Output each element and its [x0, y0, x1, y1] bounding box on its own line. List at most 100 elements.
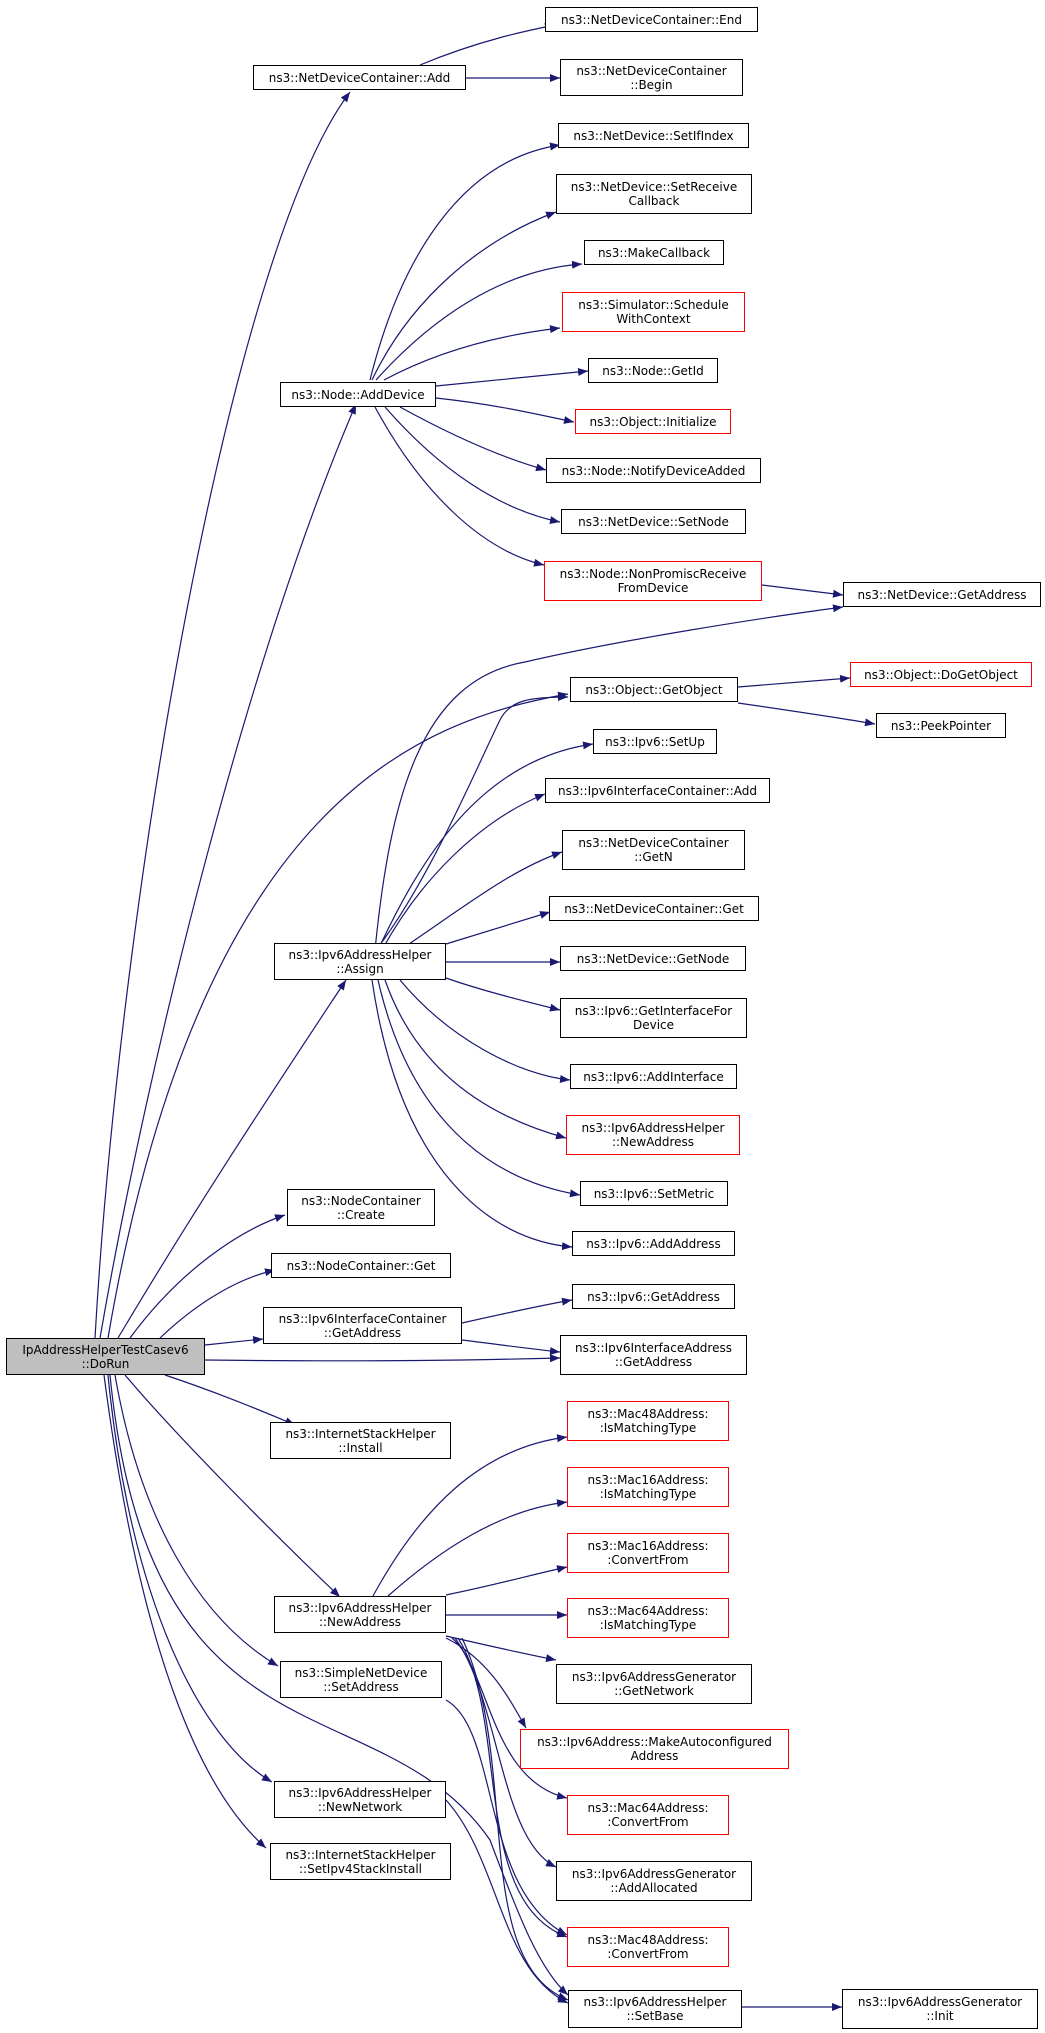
edge-root-snd-setaddress — [114, 1374, 279, 1667]
node-node-getid[interactable]: ns3::Node::GetId — [588, 358, 718, 383]
node-ipv6-setup[interactable]: ns3::Ipv6::SetUp — [593, 729, 717, 754]
node-ndc-getn[interactable]: ns3::NetDeviceContainer::GetN — [562, 830, 745, 870]
node-ipv6-getaddress[interactable]: ns3::Ipv6::GetAddress — [572, 1284, 735, 1309]
node-nd-getaddress[interactable]: ns3::NetDevice::GetAddress — [843, 582, 1041, 607]
edge-assign-ipv6ic-add — [381, 793, 546, 951]
node-label: ::Install — [338, 1440, 383, 1455]
node-label: ns3::Ipv6AddressGenerator — [571, 1867, 737, 1881]
edge-assign-addif — [399, 979, 571, 1083]
node-label: ns3::Ipv6InterfaceContainer::Add — [558, 783, 757, 798]
node-label: ns3::Simulator::Schedule — [578, 298, 729, 312]
node-ish-setipv4[interactable]: ns3::InternetStackHelper::SetIpv4StackIn… — [270, 1843, 451, 1880]
edge-root-node-adddevice — [99, 403, 357, 1339]
node-ndc-get[interactable]: ns3::NetDeviceContainer::Get — [549, 896, 759, 921]
node-mac48-ismatch[interactable]: ns3::Mac48Address::IsMatchingType — [567, 1401, 729, 1441]
node-label: Device — [632, 1018, 675, 1032]
node-label: ns3::Ipv6::SetUp — [605, 734, 705, 749]
edge-adddevice-setnode — [384, 406, 561, 524]
node-label: ::NewNetwork — [317, 1799, 403, 1814]
node-label: ::Create — [337, 1207, 385, 1222]
node-label: ns3::Ipv6AddressHelper — [288, 947, 432, 962]
node-label: ::DoRun — [81, 1356, 130, 1371]
node-nc-get[interactable]: ns3::NodeContainer::Get — [271, 1253, 451, 1278]
node-obj-initialize[interactable]: ns3::Object::Initialize — [575, 409, 731, 434]
edge-adddevice-notify — [399, 406, 547, 472]
node-obj-dogetobject[interactable]: ns3::Object::DoGetObject — [850, 662, 1032, 687]
node-label: ::GetAddress — [323, 1325, 402, 1340]
node-ipv6ah-newaddress[interactable]: ns3::Ipv6AddressHelper::NewAddress — [274, 1596, 446, 1633]
edge-ic-getaddress-ipv6-getaddress — [461, 1297, 573, 1324]
node-label: ::Begin — [630, 77, 673, 92]
node-label: ns3::Ipv6::GetAddress — [587, 1289, 720, 1304]
node-ipv6ah-newaddress2[interactable]: ns3::Ipv6AddressHelper::NewAddress — [566, 1115, 740, 1155]
node-label: ns3::NetDevice::SetNode — [578, 514, 729, 529]
node-label: ns3::PeekPointer — [890, 718, 992, 733]
node-label: ns3::InternetStackHelper — [285, 1426, 436, 1441]
node-ipv6ia-getaddress[interactable]: ns3::Ipv6InterfaceAddress::GetAddress — [560, 1335, 747, 1375]
node-label: ns3::NetDevice::GetNode — [576, 951, 730, 966]
node-ndc-begin[interactable]: ns3::NetDeviceContainer::Begin — [560, 59, 743, 96]
node-mac64-ismatch[interactable]: ns3::Mac64Address::IsMatchingType — [567, 1598, 729, 1638]
node-root-dorun[interactable]: IpAddressHelperTestCasev6::DoRun — [6, 1338, 205, 1375]
edge-newnetwork-setbase — [445, 1799, 569, 2004]
edge-adddevice-schedule — [383, 325, 561, 381]
node-label: ns3::NetDeviceContainer — [576, 63, 727, 78]
node-label: :ConvertFrom — [607, 1947, 689, 1961]
node-ipv6ah-newnetwork[interactable]: ns3::Ipv6AddressHelper::NewNetwork — [274, 1781, 446, 1818]
node-label: ns3::MakeCallback — [597, 245, 711, 260]
node-ipv6ah-setbase[interactable]: ns3::Ipv6AddressHelper::SetBase — [568, 1990, 742, 2028]
edge-root-ipv6ah-assign — [117, 979, 347, 1339]
edge-newaddress-mac16-convert — [445, 1565, 568, 1596]
node-label: ::Init — [926, 2009, 954, 2023]
node-label: ns3::NetDeviceContainer — [578, 836, 729, 850]
node-ipv6ag-getnetwork[interactable]: ns3::Ipv6AddressGenerator::GetNetwork — [556, 1664, 752, 1704]
node-label: ns3::SimpleNetDevice — [294, 1665, 428, 1680]
edge-assign-setmetric — [377, 979, 581, 1198]
node-label: ns3::Mac64Address: — [587, 1604, 709, 1618]
node-makecallback[interactable]: ns3::MakeCallback — [584, 240, 724, 265]
edge-assign-ndc-get — [445, 911, 551, 945]
node-ndc-end[interactable]: ns3::NetDeviceContainer::End — [545, 7, 758, 32]
node-nd-getnode[interactable]: ns3::NetDevice::GetNode — [560, 946, 746, 971]
node-label: ns3::NetDevice::SetReceive — [570, 180, 738, 194]
node-mac16-convert[interactable]: ns3::Mac16Address::ConvertFrom — [567, 1533, 729, 1573]
edge-newaddress-mac48-convert — [457, 1637, 568, 1938]
node-mac48-convert[interactable]: ns3::Mac48Address::ConvertFrom — [567, 1927, 729, 1967]
node-ish-install[interactable]: ns3::InternetStackHelper::Install — [270, 1422, 451, 1459]
node-label: ns3::Ipv6::AddAddress — [586, 1236, 721, 1251]
node-ipv6ah-assign[interactable]: ns3::Ipv6AddressHelper::Assign — [274, 943, 446, 980]
node-ipv6ag-addalloc[interactable]: ns3::Ipv6AddressGenerator::AddAllocated — [556, 1861, 752, 1901]
edge-root-ish-install — [164, 1374, 296, 1426]
node-peekpointer[interactable]: ns3::PeekPointer — [876, 713, 1006, 738]
node-label: ns3::NetDeviceContainer::Add — [268, 70, 451, 85]
node-ipv6ag-init[interactable]: ns3::Ipv6AddressGenerator::Init — [842, 1989, 1038, 2029]
node-nc-create[interactable]: ns3::NodeContainer::Create — [287, 1189, 435, 1226]
edge-assign-getif — [445, 977, 561, 1012]
node-node-notify[interactable]: ns3::Node::NotifyDeviceAdded — [546, 458, 761, 483]
node-ipv6ic-add[interactable]: ns3::Ipv6InterfaceContainer::Add — [545, 778, 770, 803]
node-ipv6-setmetric[interactable]: ns3::Ipv6::SetMetric — [580, 1181, 728, 1206]
node-label: ns3::Ipv6AddressGenerator — [571, 1670, 737, 1684]
node-mac16-ismatch[interactable]: ns3::Mac16Address::IsMatchingType — [567, 1467, 729, 1507]
node-snd-setaddress[interactable]: ns3::SimpleNetDevice::SetAddress — [280, 1661, 442, 1698]
node-nd-setifindex[interactable]: ns3::NetDevice::SetIfIndex — [558, 123, 749, 148]
node-node-adddevice[interactable]: ns3::Node::AddDevice — [280, 382, 436, 407]
node-label: ns3::NodeContainer::Get — [286, 1258, 436, 1273]
node-label: ::GetN — [634, 850, 673, 864]
node-label: ::Assign — [336, 961, 384, 976]
node-ipv6-addaddress[interactable]: ns3::Ipv6::AddAddress — [572, 1231, 735, 1256]
node-ipv6ic-getaddress[interactable]: ns3::Ipv6InterfaceContainer::GetAddress — [263, 1307, 462, 1344]
edge-root-nc-get — [159, 1268, 276, 1339]
node-mac64-convert[interactable]: ns3::Mac64Address::ConvertFrom — [567, 1795, 729, 1835]
node-nd-setnode[interactable]: ns3::NetDevice::SetNode — [561, 509, 746, 534]
node-obj-getobject[interactable]: ns3::Object::GetObject — [570, 677, 738, 702]
node-label: ns3::Mac48Address: — [587, 1933, 709, 1947]
node-ndc-add[interactable]: ns3::NetDeviceContainer::Add — [253, 65, 466, 90]
node-ipv6-addif[interactable]: ns3::Ipv6::AddInterface — [570, 1064, 737, 1089]
